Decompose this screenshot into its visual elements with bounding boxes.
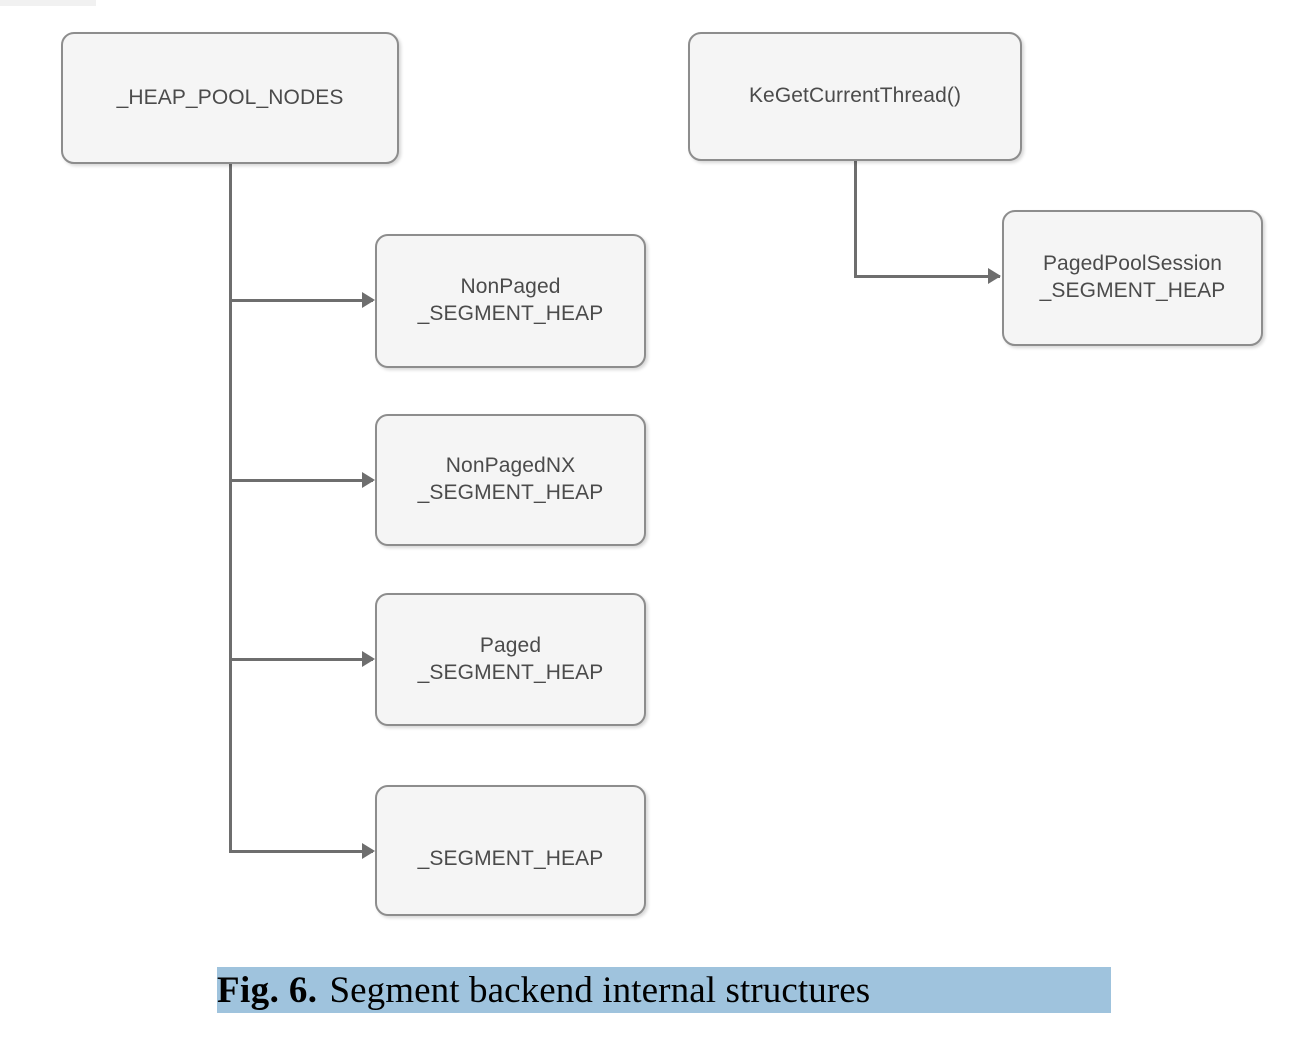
node-nonpaged-segment-heap[interactable]: NonPaged _SEGMENT_HEAP [375, 234, 646, 368]
edge-heap-pool-nodes-to-paged [229, 658, 373, 661]
figure-caption-text: Segment backend internal structures [329, 969, 871, 1011]
node-label-kegetcurrentthread: KeGetCurrentThread() [748, 84, 962, 108]
arrowhead-icon-nonpaged [362, 292, 375, 308]
node-label-segment-heap: _SEGMENT_HEAP [417, 847, 604, 871]
node-label-pagedpoolsession-segment-heap: PagedPoolSession _SEGMENT_HEAP [1039, 252, 1226, 302]
node-paged-segment-heap[interactable]: Paged _SEGMENT_HEAP [375, 593, 646, 726]
arrowhead-icon-nonpagednx [362, 472, 375, 488]
edge-heap-pool-nodes-to-nonpaged [229, 299, 373, 302]
figure-caption-number: Fig. 6. [217, 969, 318, 1011]
edge-heap-pool-nodes-to-nonpagednx [229, 479, 373, 482]
node-nonpagednx-segment-heap[interactable]: NonPagedNX _SEGMENT_HEAP [375, 414, 646, 546]
corner-artifact [0, 0, 96, 6]
node-label-paged-segment-heap: Paged _SEGMENT_HEAP [417, 633, 604, 684]
edge-kegetcurrentthread-to-pagedpoolsession [854, 275, 1000, 278]
node-heap-pool-nodes[interactable]: _HEAP_POOL_NODES [61, 32, 399, 164]
edge-trunk-right [854, 160, 857, 277]
edge-trunk-left [229, 163, 232, 852]
node-label-nonpaged-segment-heap: NonPaged _SEGMENT_HEAP [417, 275, 604, 325]
node-kegetcurrentthread[interactable]: KeGetCurrentThread() [688, 32, 1022, 161]
edge-heap-pool-nodes-to-segment-heap [229, 850, 373, 853]
arrowhead-icon-pagedpoolsession [988, 268, 1001, 284]
arrowhead-icon-paged [362, 651, 375, 667]
node-segment-heap[interactable]: _SEGMENT_HEAP [375, 785, 646, 916]
arrowhead-icon-segment-heap [362, 843, 375, 859]
figure-caption: Fig. 6. Segment backend internal structu… [217, 967, 1111, 1013]
node-label-nonpagednx-segment-heap: NonPagedNX _SEGMENT_HEAP [417, 454, 604, 504]
node-pagedpoolsession-segment-heap[interactable]: PagedPoolSession _SEGMENT_HEAP [1002, 210, 1263, 346]
node-label-heap-pool-nodes: _HEAP_POOL_NODES [116, 85, 344, 109]
